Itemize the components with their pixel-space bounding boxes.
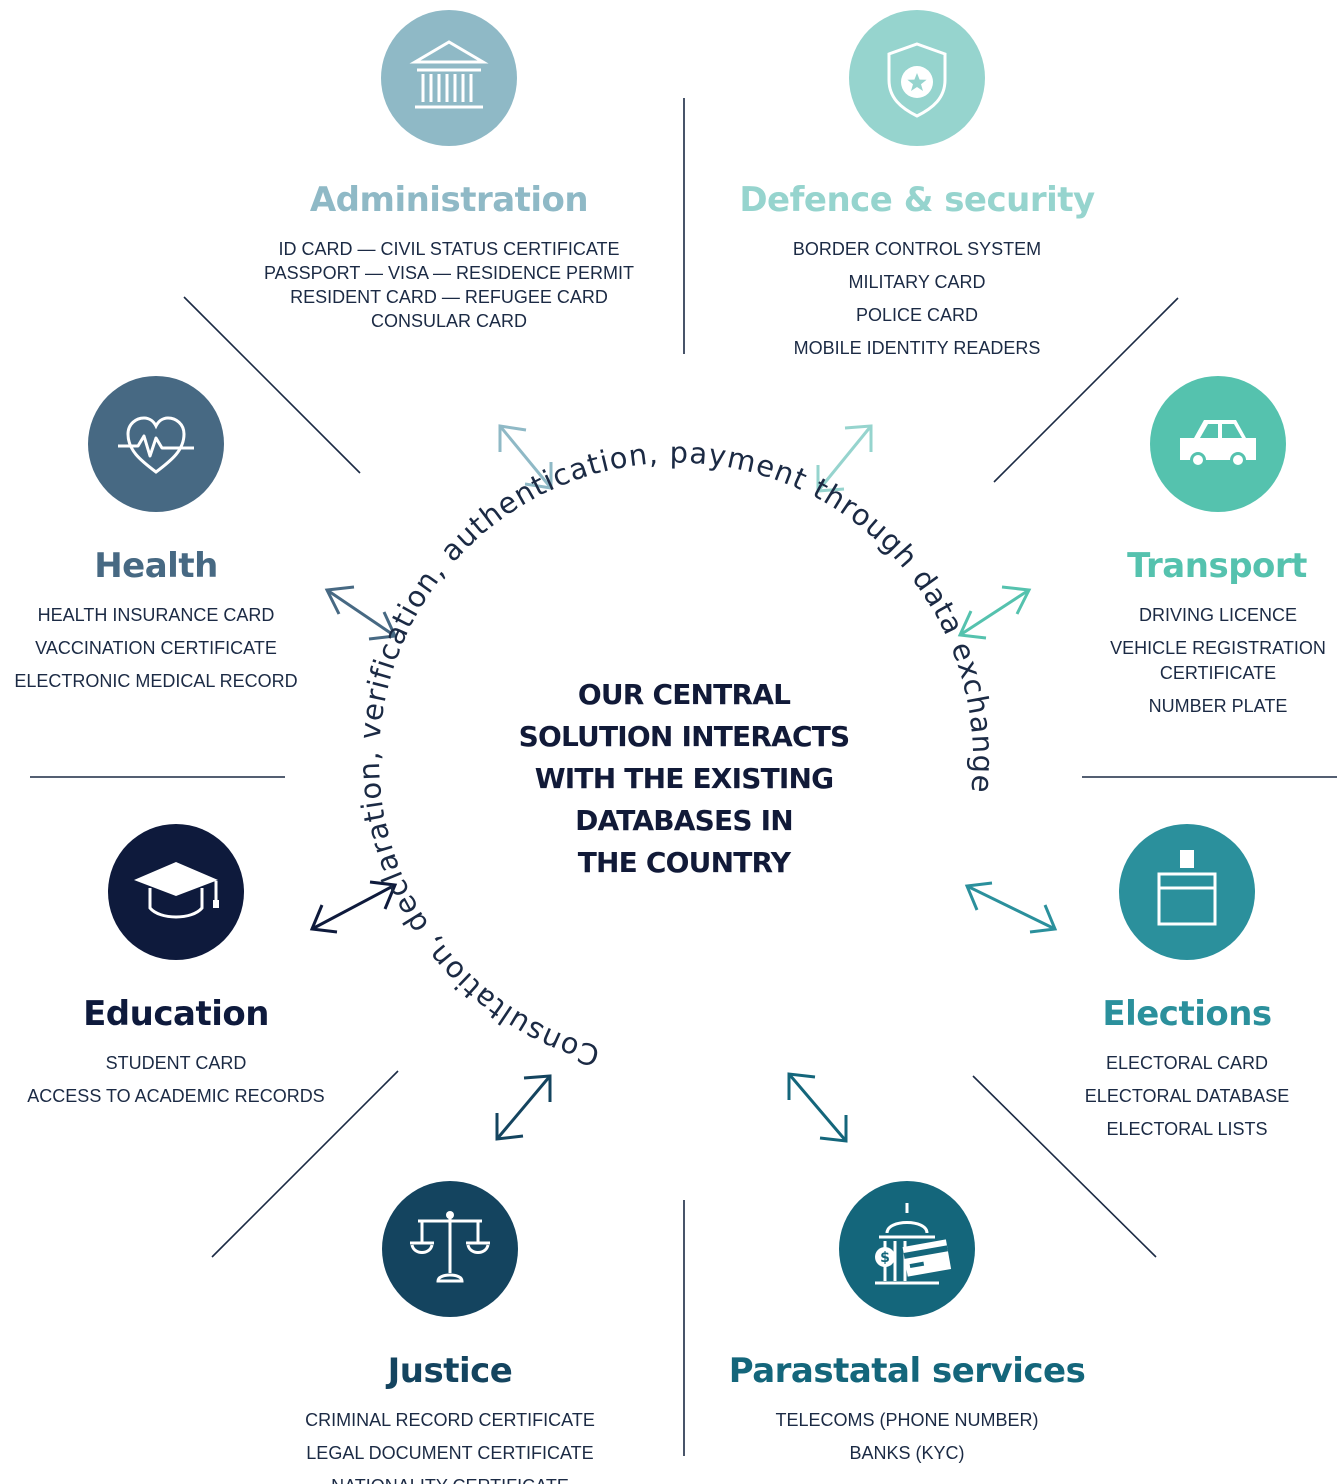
list-item: ELECTORAL CARD — [1105, 1053, 1269, 1073]
list-item: DRIVING LICENCE — [1138, 605, 1298, 625]
list-item: VEHICLE REGISTRATION — [1110, 638, 1326, 658]
elections-title: Elections — [1102, 994, 1272, 1034]
heart-pulse-icon — [118, 416, 194, 474]
sector-administration: Administration ID CARD — CIVIL STATUS CE… — [249, 10, 649, 332]
list-item: STUDENT CARD — [105, 1053, 247, 1073]
parastatal-title: Parastatal services — [728, 1351, 1086, 1391]
arrow-elections — [964, 881, 1058, 934]
central-line: WITH THE EXISTING — [534, 762, 834, 795]
education-circle — [108, 824, 244, 960]
list-item: RESIDENT CARD — REFUGEE CARD — [290, 287, 608, 307]
list-item: VACCINATION CERTIFICATE — [35, 638, 277, 658]
divider-bottom-right — [972, 1075, 1157, 1258]
transport-items: DRIVING LICENCE VEHICLE REGISTRATION CER… — [1068, 604, 1340, 717]
list-item: POLICE CARD — [855, 305, 979, 325]
central-line: THE COUNTRY — [577, 846, 791, 879]
central-statement: OUR CENTRAL SOLUTION INTERACTS WITH THE … — [484, 674, 884, 884]
list-item: ACCESS TO ACADEMIC RECORDS — [27, 1086, 325, 1106]
list-item: TELECOMS (PHONE NUMBER) — [775, 1410, 1039, 1430]
elections-circle — [1119, 824, 1255, 960]
arrow-health — [324, 585, 398, 641]
ballot-box-icon — [1157, 850, 1217, 926]
list-item: CONSULAR CARD — [370, 311, 528, 331]
arrow-transport — [957, 585, 1032, 640]
arrow-defence — [816, 424, 873, 493]
list-item: NATIONALITY CERTIFICATE — [290, 1475, 610, 1484]
shield-star-icon — [887, 42, 947, 118]
sector-elections: Elections ELECTORAL CARD ELECTORAL DATAB… — [1037, 824, 1337, 1151]
list-item: MOBILE IDENTITY READERS — [793, 338, 1041, 358]
justice-circle — [382, 1181, 518, 1317]
scales-icon — [410, 1211, 490, 1283]
list-item: NUMBER PLATE — [1148, 696, 1288, 716]
divider-bottom-left — [211, 1070, 399, 1258]
list-item: MILITARY CARD — [848, 272, 986, 292]
svg-text:$: $ — [880, 1250, 890, 1266]
administration-title: Administration — [309, 180, 589, 220]
arrow-administration — [498, 424, 553, 490]
list-item: ELECTORAL DATABASE — [1084, 1086, 1290, 1106]
elections-items: ELECTORAL CARD ELECTORAL DATABASE ELECTO… — [1037, 1052, 1337, 1140]
list-item: CERTIFICATE — [1159, 663, 1277, 683]
defence-items: BORDER CONTROL SYSTEM MILITARY CARD POLI… — [717, 238, 1117, 359]
government-building-icon — [409, 40, 489, 109]
sector-defence: Defence & security BORDER CONTROL SYSTEM… — [717, 10, 1117, 370]
health-circle — [88, 376, 224, 512]
education-title: Education — [83, 994, 269, 1034]
list-item: HEALTH INSURANCE CARD — [37, 605, 275, 625]
central-line: DATABASES IN — [575, 804, 794, 837]
car-icon — [1180, 420, 1256, 468]
parastatal-circle: $ — [839, 1181, 975, 1317]
list-item: BANKS (KYC) — [849, 1443, 965, 1463]
list-item: LEGAL DOCUMENT CERTIFICATE — [306, 1443, 594, 1463]
parastatal-items: TELECOMS (PHONE NUMBER) BANKS (KYC) — [707, 1409, 1107, 1464]
list-item: CRIMINAL RECORD CERTIFICATE — [305, 1410, 595, 1430]
sector-justice: Justice CRIMINAL RECORD CERTIFICATE LEGA… — [290, 1181, 610, 1484]
transport-title: Transport — [1127, 546, 1307, 586]
list-item: BORDER CONTROL SYSTEM — [792, 239, 1042, 259]
central-line: SOLUTION INTERACTS — [518, 720, 851, 753]
administration-circle — [381, 10, 517, 146]
education-items: STUDENT CARD ACCESS TO ACADEMIC RECORDS — [16, 1052, 336, 1107]
arrow-education — [309, 880, 398, 934]
defence-circle — [849, 10, 985, 146]
transport-circle — [1150, 376, 1286, 512]
sector-transport: Transport DRIVING LICENCE VEHICLE REGIST… — [1068, 376, 1340, 717]
health-title: Health — [94, 546, 218, 586]
central-line: OUR CENTRAL — [577, 678, 791, 711]
health-items: HEALTH INSURANCE CARD VACCINATION CERTIF… — [0, 604, 316, 692]
divider-top-right — [993, 297, 1179, 483]
list-item: ELECTORAL LISTS — [1106, 1119, 1268, 1139]
sector-health: Health HEALTH INSURANCE CARD VACCINATION… — [0, 376, 316, 703]
arrow-justice — [495, 1074, 552, 1141]
defence-title: Defence & security — [739, 180, 1095, 220]
list-item: ID CARD — CIVIL STATUS CERTIFICATE — [278, 239, 620, 259]
graduation-cap-icon — [134, 862, 219, 919]
bank-card-icon: $ — [875, 1203, 952, 1285]
sector-education: Education STUDENT CARD ACCESS TO ACADEMI… — [16, 824, 336, 1118]
list-item: PASSPORT — VISA — RESIDENCE PERMIT — [263, 263, 635, 283]
arrow-parastatal — [787, 1072, 848, 1143]
justice-items: CRIMINAL RECORD CERTIFICATE LEGAL DOCUME… — [290, 1409, 610, 1484]
list-item: ELECTRONIC MEDICAL RECORD — [14, 671, 298, 691]
justice-title: Justice — [387, 1351, 513, 1391]
sector-parastatal: $ Parastatal services TELECOMS (PHONE NU… — [707, 1181, 1107, 1475]
divider-top-left — [183, 296, 361, 474]
administration-items: ID CARD — CIVIL STATUS CERTIFICATE PASSP… — [249, 238, 649, 332]
